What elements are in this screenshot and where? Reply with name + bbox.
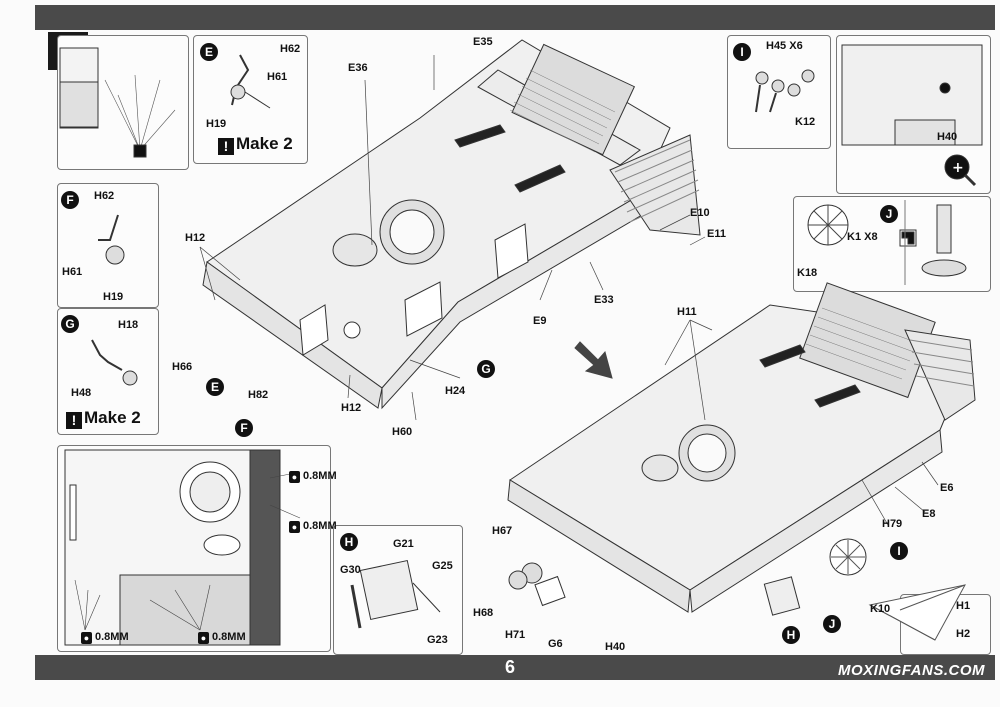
drill-note-1: ●0.8MM [289,470,337,483]
box-h40-label: H40 [937,131,958,143]
drill-hole-icon: ● [289,471,300,483]
part-label-e9: E9 [533,315,547,327]
part-label-h68: H68 [473,607,494,619]
box-g-callout: G [61,315,79,333]
leader-lines [199,55,939,526]
page-number: 6 [504,657,515,677]
part-label-e11: E11 [707,228,726,240]
part-label-e6: E6 [940,482,954,494]
watermark-text: MOXINGFANS.COM [838,662,986,679]
box-e-h61: H61 [267,71,288,83]
part-label-h2: H2 [956,628,971,640]
part-label-h12: H12 [185,232,206,244]
drill-hole-icon: ● [198,632,209,644]
box-g-h18: H18 [118,319,139,331]
drill-note-4: ●0.8MM [198,631,246,644]
box-j-k18: K18 [797,267,818,279]
box-h-g30: G30 [340,564,361,576]
box-f-callout: F [61,191,79,209]
box-f-h62: H62 [94,190,115,202]
warning-icon: ! [218,138,234,155]
part-label-h60: H60 [392,426,413,438]
overview-thumbnail [59,47,176,158]
direction-arrow-icon [574,341,613,379]
box-e-h62: H62 [280,43,301,55]
part-label-h24: H24 [445,385,466,397]
part-label-g6: G6 [548,638,563,650]
box-j-callout: J [880,205,898,223]
detail-g-part [91,339,138,386]
callout-h: H [782,626,800,644]
callout-g: G [477,360,495,378]
detail-h-part [350,559,441,629]
drill-template [64,449,301,646]
box-i-h45: H45 X6 [766,40,803,52]
detail-f-part [98,214,125,265]
part-label-k10: K10 [870,603,891,615]
part-label-e36: E36 [348,62,368,74]
part-label-e35: E35 [473,36,493,48]
box-g-make-note: !Make 2 [66,408,141,429]
box-f-h19: H19 [103,291,124,303]
drill-hole-icon: ● [289,521,300,533]
box-e-make-note: !Make 2 [218,134,293,155]
part-label-h82: H82 [248,389,269,401]
box-i-callout: I [733,43,751,61]
top-band [35,5,995,30]
part-label-h71: H71 [505,629,526,641]
part-label-e8: E8 [922,508,936,520]
drill-note-2: ●0.8MM [289,520,337,533]
box-g-h48: H48 [71,387,92,399]
drill-hole-icon: ● [81,632,92,644]
hull-top-view [202,39,701,410]
bottom-band [35,655,995,680]
part-label-e33: E33 [594,294,614,306]
box-j-k1: K1 X8 [847,231,878,243]
callout-j: J [823,615,841,633]
callout-i: I [890,542,908,560]
part-label-h12-bottom: H12 [341,402,362,414]
box-e-h19: H19 [206,118,227,130]
part-label-h79: H79 [882,518,903,530]
callout-e: E [206,378,224,396]
hull-bottom-view [507,282,976,616]
detail-e-part [230,54,271,109]
part-label-h67: H67 [492,525,513,537]
detail-box-e [193,35,308,164]
magnifier-plus-icon: + [952,160,964,176]
box-e-callout: E [200,43,218,61]
box-h-g25: G25 [432,560,453,572]
detail-i-parts [755,69,815,113]
warning-icon: ! [66,412,82,429]
part-label-h40: H40 [605,641,626,653]
callout-f: F [235,419,253,437]
drill-note-3: ●0.8MM [81,631,129,644]
box-h-g21: G21 [393,538,414,550]
part-label-h66: H66 [172,361,193,373]
part-label-h1: H1 [956,600,971,612]
paper-plane-logo [868,584,966,641]
detail-j-parts [807,200,967,285]
box-i-k12: K12 [795,116,816,128]
detail-h40-inset [841,44,983,187]
part-label-e10: E10 [690,207,710,219]
box-h-g23: G23 [427,634,448,646]
box-f-h61: H61 [62,266,83,278]
part-label-h11: H11 [677,306,697,318]
box-h-callout: H [340,533,358,551]
